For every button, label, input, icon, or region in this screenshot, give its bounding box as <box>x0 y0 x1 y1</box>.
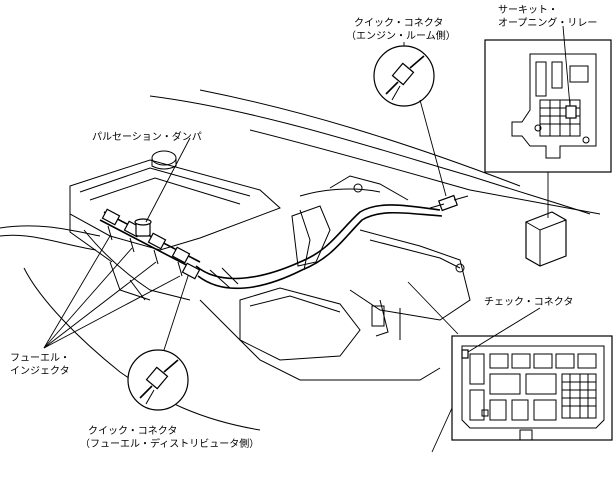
fuel-injector-label-2: インジェクタ <box>10 365 70 377</box>
check-connector-marker <box>461 349 469 359</box>
pulsation-damper <box>134 218 152 237</box>
air-intake-assembly <box>239 175 471 361</box>
quick-connector-engine-label-1: クイック・コネクタ <box>354 17 443 29</box>
quick-connector-engine-inset <box>373 42 469 212</box>
fuel-rail <box>99 208 201 277</box>
quick-connector-fuel-label-1: クイック・コネクタ <box>88 425 177 437</box>
engine-valve-cover <box>69 150 281 301</box>
circuit-opening-relay-label-2: オープニング・リレー <box>498 16 597 29</box>
engine-bay-outline <box>0 89 601 431</box>
fuel-hose <box>195 204 443 290</box>
quick-connector-fuel-label-2: （フューエル・ディストリビュータ側） <box>80 437 259 450</box>
relay-detail-inset <box>484 25 612 173</box>
fuel-injector-label-1: フューエル・ <box>10 353 70 364</box>
circuit-opening-relay-marker <box>565 105 577 119</box>
injector-leaders <box>43 137 191 349</box>
check-connector-inset <box>407 281 613 453</box>
pulsation-damper-label: パルセーション・ダンパ <box>92 130 202 143</box>
quick-connector-fuel-inset <box>127 262 201 411</box>
circuit-opening-relay-label-1: サーキット・ <box>498 4 558 16</box>
relay-box <box>525 172 567 267</box>
quick-connector-engine-label-2: （エンジン・ルーム側） <box>346 29 456 42</box>
check-connector-label: チェック・コネクタ <box>484 296 573 308</box>
